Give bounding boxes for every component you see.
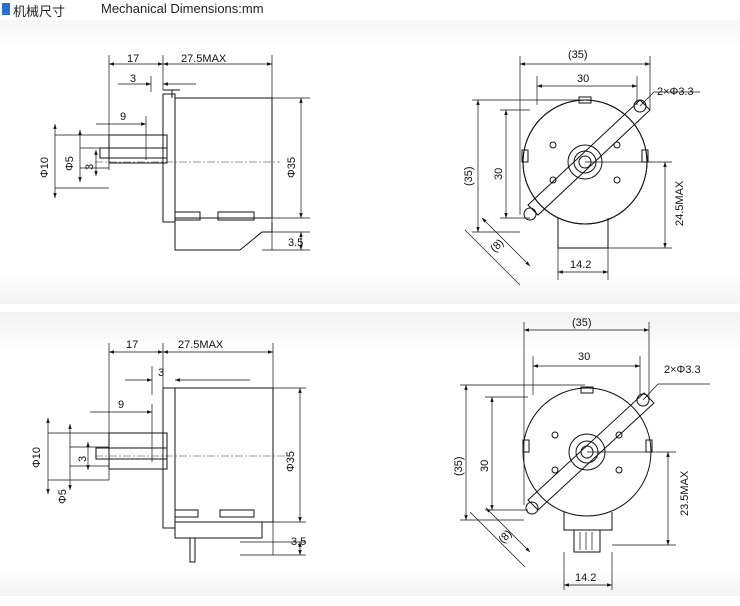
bot-dim-phi10: Φ10 xyxy=(31,447,43,468)
bot-dim-w14-2: 14.2 xyxy=(575,572,596,584)
top-dim-w35: (35) xyxy=(568,49,588,61)
top-dim-phi5: Φ5 xyxy=(64,156,76,171)
bottom-side-view xyxy=(46,343,306,563)
header-title-cn: 机械尺寸 xyxy=(13,4,66,19)
top-dim-17: 17 xyxy=(127,53,139,65)
bot-dim-phi5: Φ5 xyxy=(57,489,69,504)
top-dim-h35: (35) xyxy=(463,166,475,186)
header-title-en: Mechanical Dimensions:mm xyxy=(101,1,264,16)
header-marker xyxy=(2,3,10,15)
top-side-view xyxy=(53,55,310,251)
bot-dim-hmax: 23.5MAX xyxy=(679,470,691,516)
top-dim-hmax: 24.5MAX xyxy=(674,180,686,226)
bot-dim-9: 9 xyxy=(118,399,124,411)
top-dim-3a: 3 xyxy=(130,73,136,85)
top-dim-27-5max: 27.5MAX xyxy=(181,53,227,65)
bot-dim-3-5: 3.5 xyxy=(291,536,306,548)
top-dim-w30: 30 xyxy=(577,73,589,85)
bot-dim-h30: 30 xyxy=(479,460,491,472)
section-header: 机械尺寸 Mechanical Dimensions:mm xyxy=(0,0,740,20)
bottom-front-view xyxy=(460,322,710,590)
top-dim-3b: 3 xyxy=(84,164,96,170)
bot-dim-w30: 30 xyxy=(578,351,590,363)
top-dim-3-5: 3.5 xyxy=(288,237,303,249)
bot-dim-3a: 3 xyxy=(158,367,164,379)
panel-bottom xyxy=(0,312,740,596)
top-dim-holes: 2×Φ3.3 xyxy=(657,86,694,98)
bot-dim-h35: (35) xyxy=(453,456,465,476)
top-dim-phi10: Φ10 xyxy=(39,157,51,178)
top-front-view xyxy=(464,56,700,286)
bot-dim-3b: 3 xyxy=(77,456,89,462)
bot-dim-phi35: Φ35 xyxy=(285,451,297,472)
bot-dim-w35: (35) xyxy=(572,317,592,329)
bot-dim-17: 17 xyxy=(126,339,138,351)
bot-dim-holes: 2×Φ3.3 xyxy=(664,364,701,376)
top-dim-h30: 30 xyxy=(493,168,505,180)
top-dim-9: 9 xyxy=(120,111,126,123)
bot-dim-27-5max: 27.5MAX xyxy=(178,339,224,351)
top-dim-w14-2: 14.2 xyxy=(570,259,591,271)
top-dim-phi35: Φ35 xyxy=(286,157,298,178)
bot-dim-8: (8) xyxy=(497,528,515,546)
